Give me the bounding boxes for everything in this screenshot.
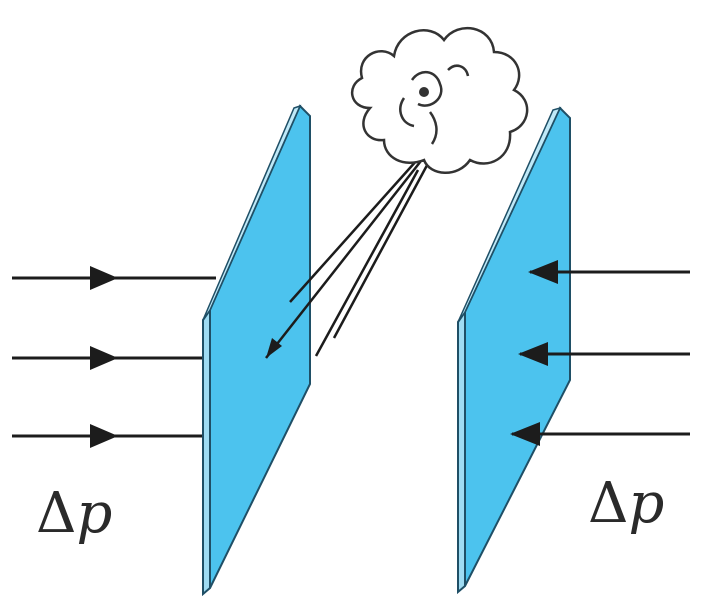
molecule-streaks <box>265 149 434 359</box>
streak-2 <box>289 149 427 303</box>
left-arrowhead-bottom <box>90 424 118 448</box>
streak-1 <box>265 151 429 359</box>
left-plate <box>202 104 311 596</box>
delta-symbol: Δ <box>36 481 77 546</box>
left-arrowhead-top <box>90 266 118 290</box>
left-plate-top-edge <box>202 104 302 321</box>
right-arrows <box>510 260 690 446</box>
streak-4 <box>332 155 434 339</box>
gas-cloud-icon <box>350 26 529 174</box>
right-plate-edge <box>457 308 466 595</box>
right-arrowhead-middle <box>518 342 548 366</box>
right-plate-top-edge <box>457 106 562 323</box>
delta-p-label-left: Δp <box>36 486 112 542</box>
right-arrowhead-bottom <box>510 422 540 446</box>
streak-arrowhead <box>266 338 282 358</box>
right-plate <box>457 106 571 595</box>
left-plate-face <box>209 104 311 589</box>
streak-3 <box>314 169 420 357</box>
p-symbol: p <box>76 481 113 546</box>
left-arrows <box>12 266 216 448</box>
left-plate-edge <box>202 306 211 596</box>
right-plate-face <box>464 106 571 587</box>
delta-p-label-right: Δp <box>588 476 664 532</box>
delta-symbol: Δ <box>588 471 629 536</box>
p-symbol: p <box>628 471 665 536</box>
left-arrowhead-middle <box>90 346 118 370</box>
right-arrowhead-top <box>528 260 558 284</box>
